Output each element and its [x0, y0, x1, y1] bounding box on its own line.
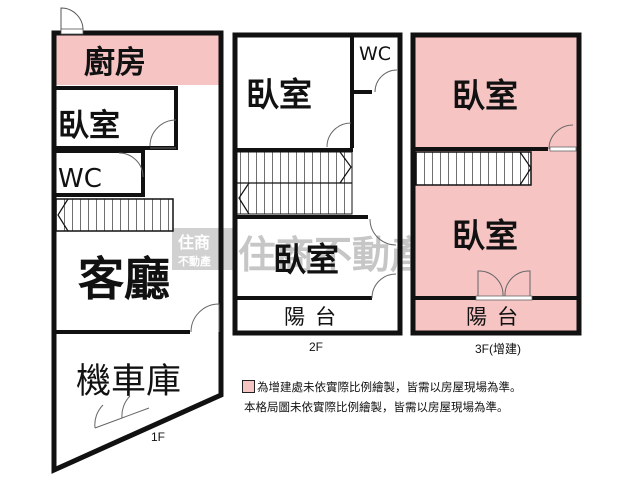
room-labels: 廚房 臥室 WC 客廳 機車庫 臥室 WC 臥室 陽台 臥室 臥室 陽台 — [58, 43, 528, 402]
floor-1f — [51, 7, 224, 474]
room-label-kitchen: 廚房 — [84, 45, 146, 81]
pink-swatch-icon — [242, 380, 255, 393]
room-label-3f-bedroom-rear: 臥室 — [452, 216, 518, 255]
room-label-3f-bedroom-front: 臥室 — [452, 76, 518, 115]
room-label-2f-balcony: 陽台 — [284, 305, 346, 329]
room-label-2f-wc: WC — [359, 43, 391, 65]
legend-general-note: 本格局圖未依實際比例繪製，皆需以房屋現場為準。 — [244, 400, 509, 414]
room-label-3f-balcony: 陽台 — [466, 305, 528, 329]
floor-label-3f: 3F(增建) — [475, 342, 521, 356]
room-label-living: 客廳 — [78, 252, 170, 306]
svg-text:不動產: 不動產 — [178, 254, 211, 268]
svg-text:住商: 住商 — [178, 233, 210, 252]
legend-addition-note: 為增建處未依實際比例繪製，皆需以房屋現場為準。 — [242, 379, 522, 395]
floor-3f — [410, 32, 582, 336]
floor-2f — [232, 32, 403, 336]
floor-label-2f: 2F — [309, 340, 324, 354]
room-label-1f-wc: WC — [58, 164, 102, 194]
kitchen-shade — [55, 33, 220, 85]
watermark: 住商 不動產 住商不動產 — [172, 228, 428, 277]
room-label-garage: 機車庫 — [76, 362, 181, 402]
floor-label-1f: 1F — [151, 430, 166, 444]
legend-addition-text: 為增建處未依實際比例繪製，皆需以房屋現場為準。 — [257, 380, 522, 394]
watermark-text: 住商不動產 — [238, 233, 428, 277]
room-label-2f-bedroom-front: 臥室 — [246, 75, 312, 114]
room-label-1f-bedroom: 臥室 — [58, 108, 120, 144]
room-label-2f-bedroom-rear: 臥室 — [273, 240, 339, 279]
